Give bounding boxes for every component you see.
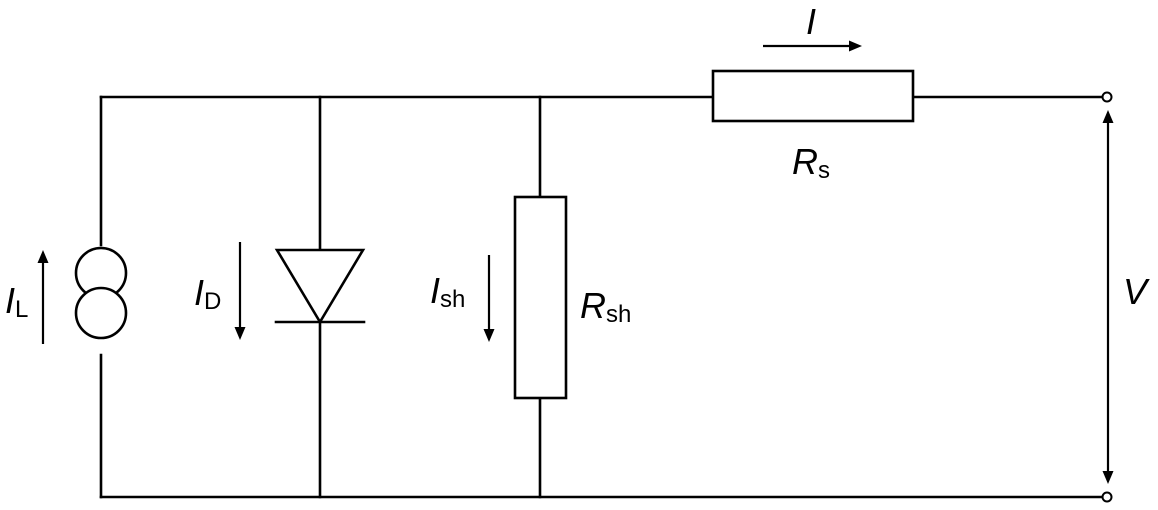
label-I-D: ID: [194, 272, 221, 315]
arrow-I: [763, 40, 862, 52]
arrow-I-sh: [483, 255, 495, 342]
label-R-s: Rs: [792, 141, 830, 184]
arrow-I-L: [37, 250, 49, 344]
bottom-terminal: [1101, 491, 1113, 503]
top-terminal: [1101, 91, 1113, 103]
label-I-L: IL: [5, 280, 28, 323]
label-I: I: [806, 1, 816, 42]
series-resistor: [711, 69, 915, 123]
diode-branch: [274, 95, 366, 499]
shunt-resistor-branch: [513, 95, 568, 499]
label-V: V: [1123, 271, 1150, 312]
current-source-branch: [74, 95, 128, 499]
arrow-I-D: [234, 242, 246, 340]
diode-symbol: [274, 248, 366, 325]
label-I-sh: Ish: [430, 270, 465, 313]
shunt-resistor: [513, 195, 568, 400]
label-R-sh: Rsh: [580, 285, 631, 328]
voltage-arrow: [1102, 110, 1114, 484]
